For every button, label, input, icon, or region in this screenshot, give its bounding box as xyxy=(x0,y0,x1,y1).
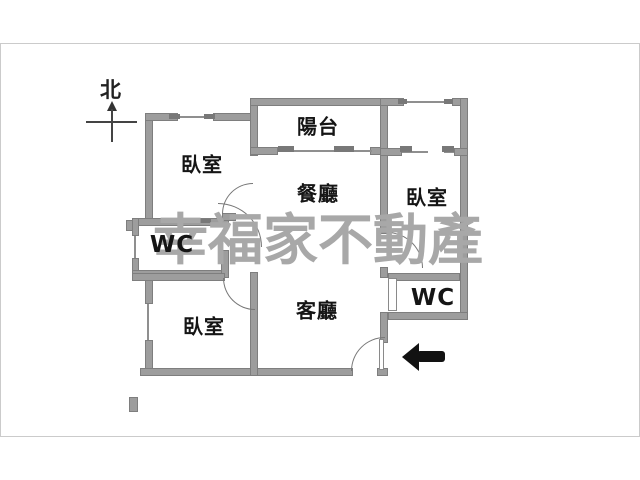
window-frame-tab xyxy=(442,146,454,152)
window-line xyxy=(147,304,149,340)
window-frame-tab xyxy=(278,146,294,152)
door-panel xyxy=(379,339,384,370)
window-line xyxy=(402,151,428,153)
window-frame-tab xyxy=(398,99,407,104)
window-frame-tab xyxy=(199,219,211,223)
watermark-text: 幸福家不動產 xyxy=(153,208,484,272)
wall xyxy=(140,368,353,376)
window-frame-tab xyxy=(204,114,215,119)
window-frame-tab xyxy=(334,146,354,152)
entrance-arrow-icon xyxy=(402,343,419,371)
window-line xyxy=(278,150,372,152)
window-line xyxy=(134,236,136,258)
room-label-dining: 餐廳 xyxy=(297,181,339,206)
window-line xyxy=(402,101,452,103)
wall xyxy=(126,220,133,231)
wall xyxy=(129,397,138,412)
north-cross-line xyxy=(86,121,137,123)
wall xyxy=(388,312,468,320)
window-line xyxy=(444,151,454,153)
north-arrow-line xyxy=(111,109,113,142)
room-label-wc-left: WC xyxy=(149,232,195,258)
wall xyxy=(250,272,258,376)
room-label-bedroom-bottom-left: 臥室 xyxy=(183,314,225,339)
room-label-bedroom-top-left: 臥室 xyxy=(181,152,223,177)
window-frame-tab xyxy=(177,219,189,223)
window-frame-tab xyxy=(400,146,412,152)
wall xyxy=(221,250,229,278)
window-frame-tab xyxy=(444,99,453,104)
wall xyxy=(250,98,388,106)
wall xyxy=(132,273,225,281)
room-label-wc-right: WC xyxy=(410,285,456,311)
wall xyxy=(380,148,402,156)
entrance-arrow-shaft xyxy=(417,351,445,362)
wall xyxy=(380,267,388,278)
door-panel xyxy=(388,278,397,311)
window-line xyxy=(178,116,214,118)
wall xyxy=(388,273,460,281)
room-label-living: 客廳 xyxy=(296,298,338,323)
wall xyxy=(145,113,153,221)
wall xyxy=(145,280,153,304)
room-label-balcony: 陽台 xyxy=(297,114,339,139)
window-frame-tab xyxy=(169,114,180,119)
wall xyxy=(132,218,139,236)
wall xyxy=(250,147,278,155)
north-arrow-icon xyxy=(107,101,117,111)
wall xyxy=(454,148,468,156)
north-label: 北 xyxy=(100,78,121,102)
room-label-bedroom-right: 臥室 xyxy=(406,185,448,210)
